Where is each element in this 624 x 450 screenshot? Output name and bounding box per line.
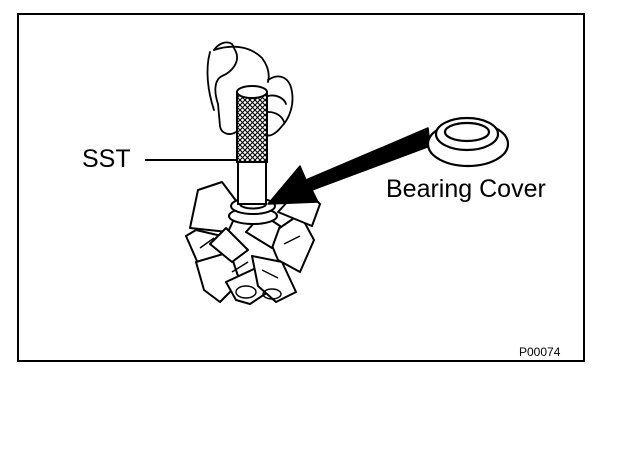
sst-label: SST [82, 145, 131, 173]
bearing-cover-part [426, 116, 510, 168]
rotor-fan-detail [199, 235, 301, 300]
bearing-cover-label: Bearing Cover [386, 175, 546, 203]
hand [206, 41, 294, 137]
figure-id: P00074 [519, 345, 561, 359]
figure-frame [17, 13, 585, 362]
sst-tool [236, 85, 268, 205]
